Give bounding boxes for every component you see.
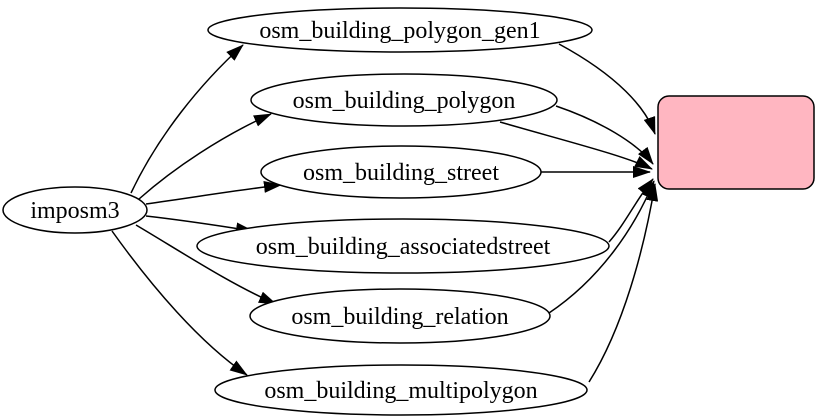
node-label-osm_building_associatedstreet: osm_building_associatedstreet — [256, 234, 551, 260]
node-shape-osm_building_multipolygon — [214, 364, 588, 416]
edge-imposm3-to-osm_building_associatedstreet — [145, 215, 254, 235]
node-osm_building_polygon: osm_building_polygon — [250, 73, 558, 127]
edge-imposm3-to-osm_building_multipolygon — [111, 230, 248, 376]
node-label-osm_building_polygon_gen1: osm_building_polygon_gen1 — [259, 18, 540, 44]
edge-imposm3-to-osm_building_relation — [135, 224, 277, 305]
node-label-osm_building_multipolygon: osm_building_multipolygon — [264, 378, 537, 404]
edge-imposm3-to-osm_building_polygon — [138, 113, 272, 200]
edge-osm_building_multipolygon-to-layer_building-z14+ — [588, 183, 659, 383]
edge-osm_building_associatedstreet-to-layer_building-z14+ — [608, 178, 654, 243]
node-shape-osm_building_street — [260, 145, 542, 199]
edge-osm_building_polygon-to-layer_building-z14+ — [499, 121, 653, 170]
node-osm_building_relation: osm_building_relation — [249, 288, 551, 344]
node-imposm3: imposm3 — [2, 186, 148, 234]
edge-osm_building_polygon_gen1-to-layer_building-z13 — [558, 43, 656, 135]
node-osm_building_associatedstreet: osm_building_associatedstreet — [196, 218, 610, 274]
node-shape-imposm3 — [2, 186, 148, 234]
node-shape-osm_building_associatedstreet — [196, 218, 610, 274]
layer-node-box — [657, 95, 815, 190]
node-label-osm_building_street: osm_building_street — [303, 160, 499, 186]
node-shape-osm_building_relation — [249, 288, 551, 344]
node-osm_building_multipolygon: osm_building_multipolygon — [214, 364, 588, 416]
node-label-imposm3: imposm3 — [30, 198, 119, 224]
edge-imposm3-to-osm_building_street — [145, 181, 282, 205]
edge-imposm3-to-osm_building_polygon_gen1 — [130, 44, 244, 194]
node-label-osm_building_relation: osm_building_relation — [291, 304, 508, 330]
node-osm_building_polygon_gen1: osm_building_polygon_gen1 — [207, 7, 593, 53]
edge-osm_building_polygon-to-layer_building-z14+ — [555, 105, 654, 165]
node-osm_building_street: osm_building_street — [260, 145, 542, 199]
node-label-osm_building_polygon: osm_building_polygon — [293, 88, 516, 114]
node-shape-osm_building_polygon_gen1 — [207, 7, 593, 53]
node-shape-osm_building_polygon — [250, 73, 558, 127]
